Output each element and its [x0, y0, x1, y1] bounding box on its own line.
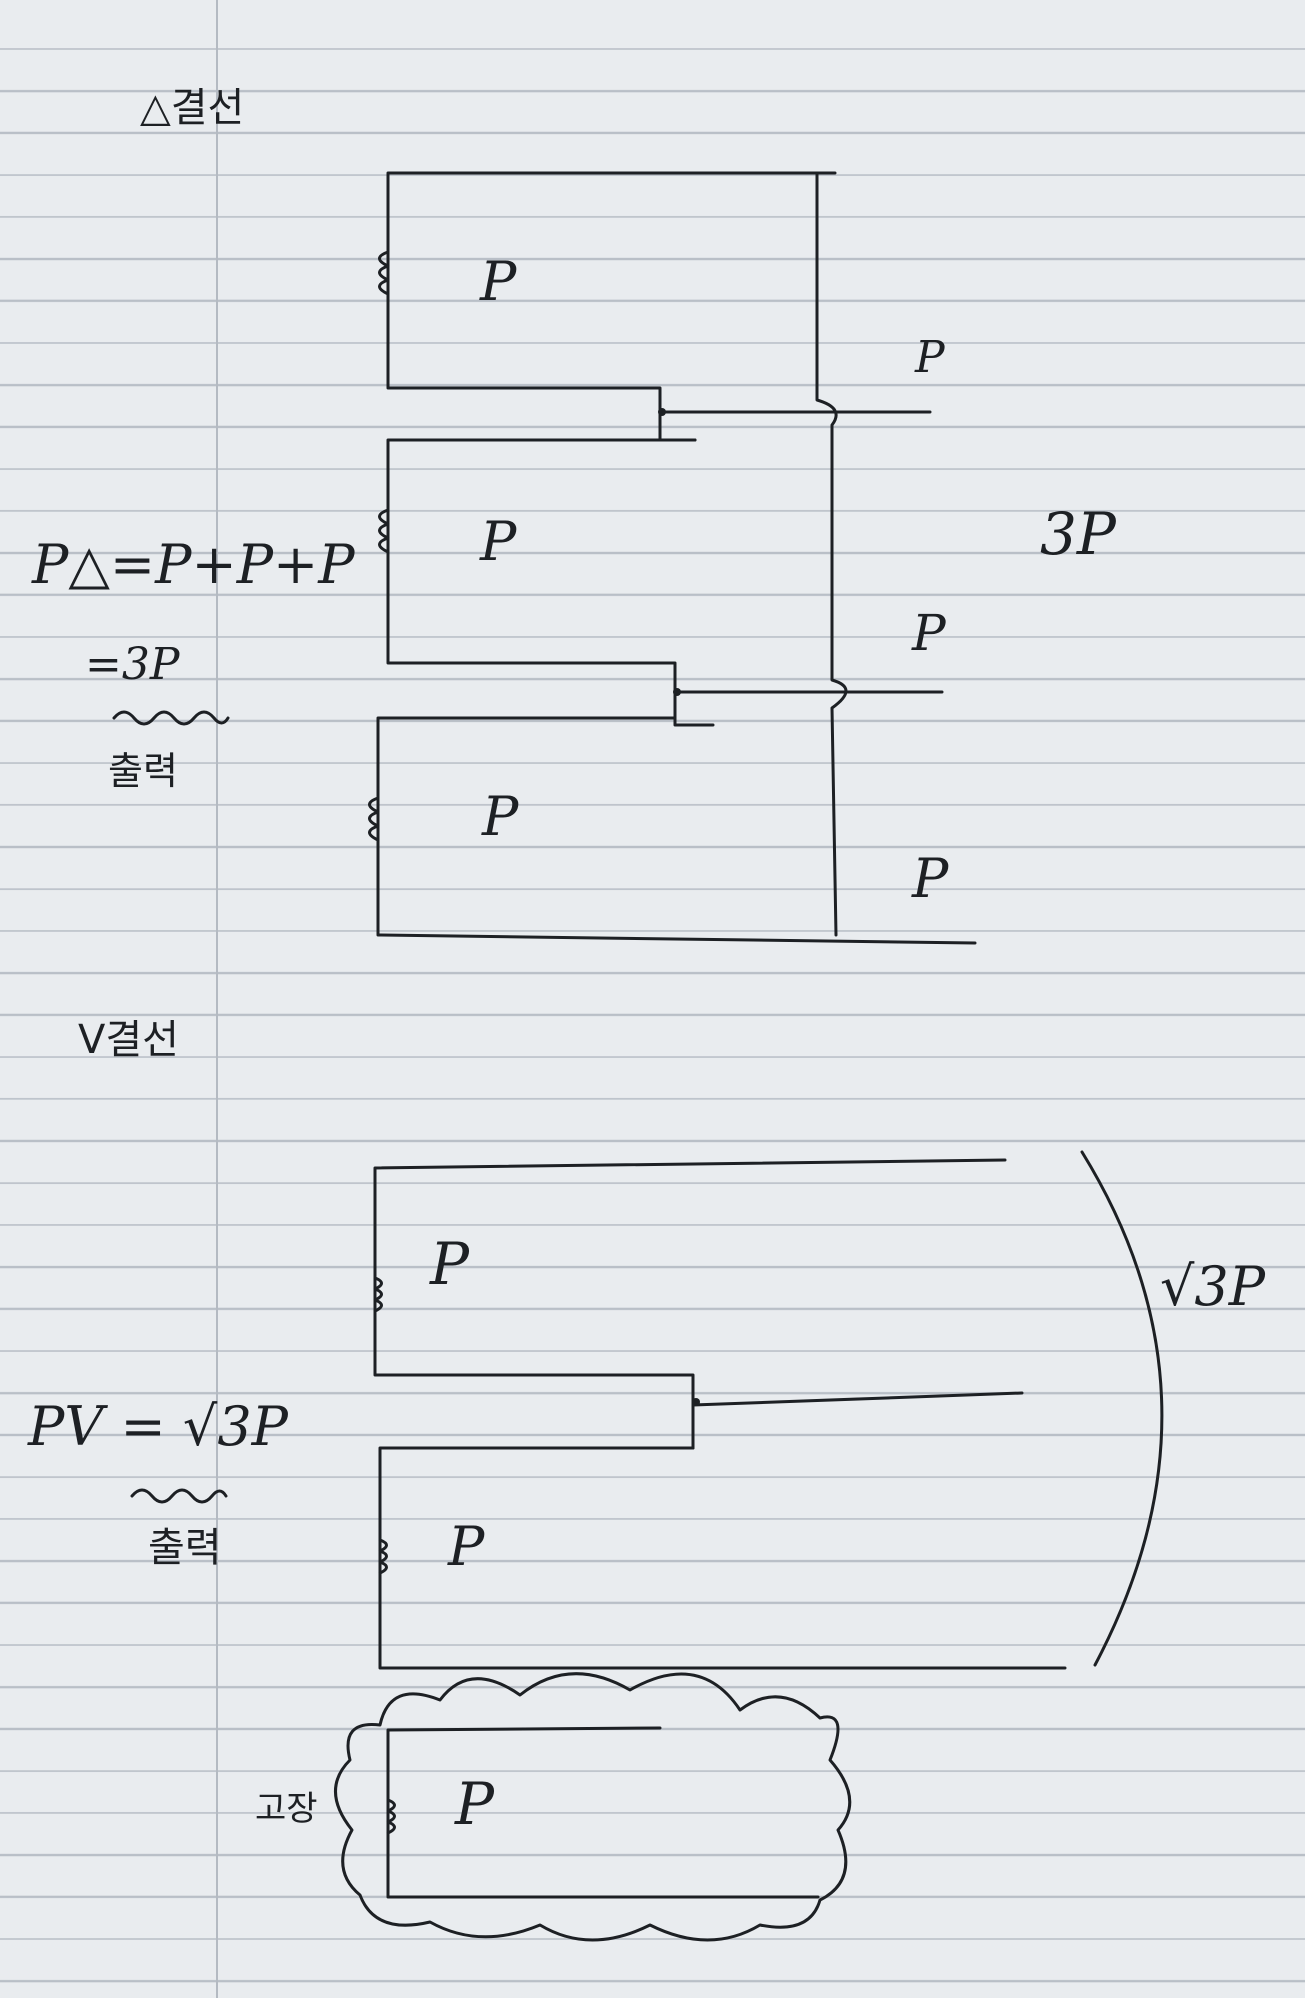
delta-junction-dot-2: [673, 688, 681, 696]
delta-coil-3-icon: [368, 796, 380, 842]
delta-formula-line1: P△=P+P+P: [32, 533, 355, 596]
delta-line-label-3: P: [912, 847, 949, 910]
delta-heading: △결선: [140, 85, 245, 131]
v-formula: PV = √3P: [28, 1395, 289, 1458]
delta-junction-dot-1: [658, 408, 666, 416]
fault-note: 고장: [255, 1789, 318, 1829]
delta-right-bus: [815, 171, 848, 937]
delta-transformer-1-frame: [386, 171, 837, 442]
v-unit-label-1: P: [430, 1230, 470, 1298]
v-coil-2-icon: [378, 1538, 388, 1575]
v-connection-diagram: [373, 1150, 1164, 1670]
fault-coil-icon: [386, 1798, 396, 1835]
v-coil-1-icon: [373, 1276, 383, 1313]
delta-connection-diagram: [368, 171, 977, 945]
delta-line-label-1: P: [915, 332, 945, 383]
v-unit-label-2: P: [448, 1515, 485, 1578]
v-junction-dot: [692, 1398, 700, 1406]
v-formula-underline: [130, 1488, 228, 1504]
v-output-line-middle: [691, 1391, 1024, 1407]
delta-transformer-3-frame: [376, 716, 977, 945]
delta-line-label-2: P: [912, 604, 946, 662]
delta-unit-label-2: P: [480, 510, 517, 573]
delta-formula-line2: =3P: [85, 639, 180, 690]
v-transformer-1-frame: [373, 1158, 1007, 1450]
delta-formula-note: 출력: [108, 749, 178, 793]
delta-unit-label-1: P: [480, 250, 517, 313]
delta-unit-label-3: P: [482, 785, 519, 848]
fault-transformer-diagram: [334, 1672, 852, 1942]
fault-unit-label: P: [455, 1770, 495, 1838]
delta-formula-underline: [112, 710, 230, 726]
delta-total-label: 3P: [1040, 500, 1116, 568]
v-total-bracket: [1080, 1150, 1164, 1667]
v-formula-note: 출력: [148, 1525, 222, 1571]
v-total-label: √3P: [1160, 1255, 1266, 1318]
fault-transformer-frame: [386, 1726, 820, 1899]
fault-cloud-outline: [334, 1672, 852, 1942]
v-transformer-2-frame: [378, 1446, 1067, 1670]
delta-coil-1-icon: [378, 250, 390, 296]
margin-line: [216, 0, 218, 1998]
delta-coil-2-icon: [378, 508, 390, 554]
delta-transformer-2-frame: [386, 438, 715, 727]
v-heading: V결선: [78, 1017, 179, 1063]
